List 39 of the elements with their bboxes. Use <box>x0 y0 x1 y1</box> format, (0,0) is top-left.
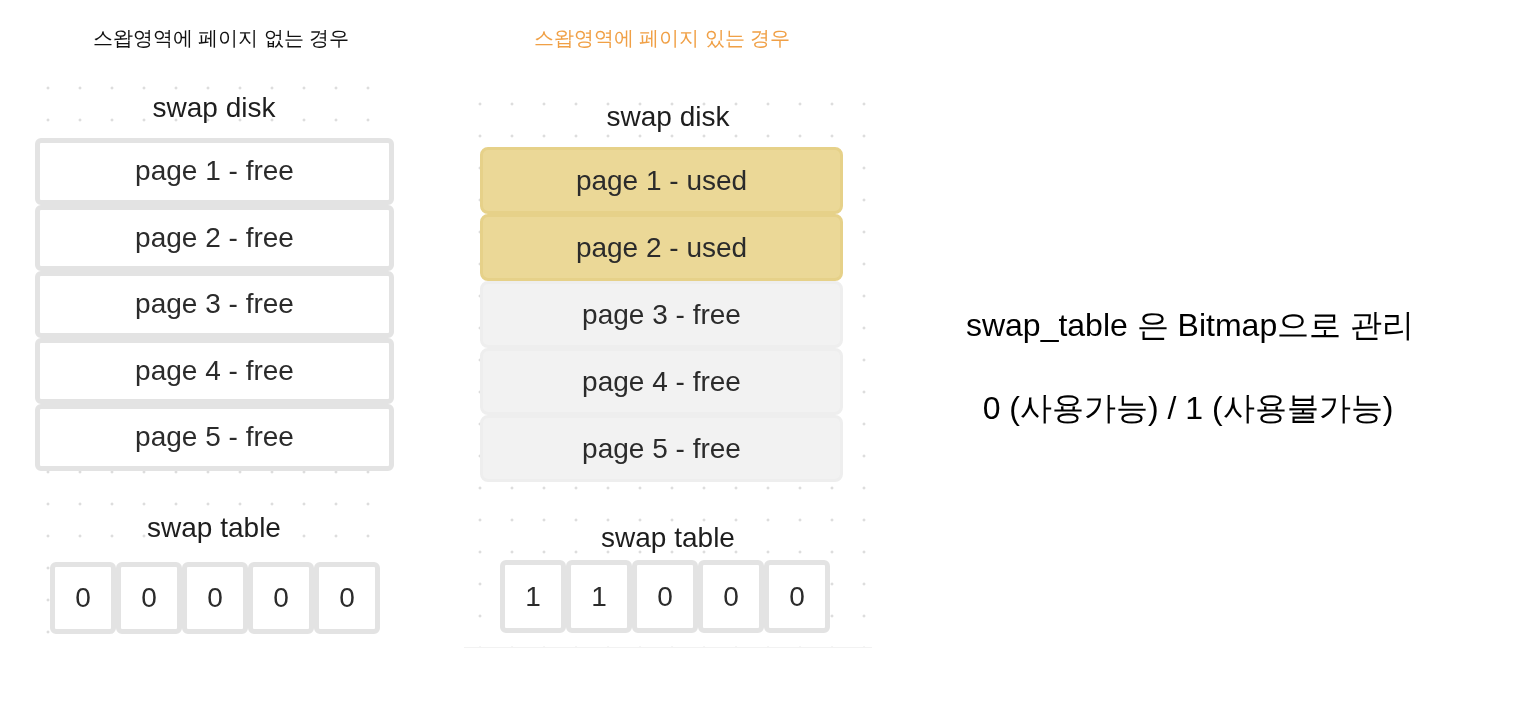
bit-value: 0 <box>723 579 739 614</box>
bit-value: 0 <box>141 581 157 615</box>
page-slot <box>35 138 394 205</box>
page-slot <box>480 348 843 415</box>
page-label: page 2 - used <box>575 230 748 265</box>
page-slot <box>480 281 843 348</box>
section-heading: swap disk <box>606 100 730 134</box>
bit-slot <box>50 562 116 634</box>
page-slot <box>480 147 843 214</box>
bit-value: 0 <box>339 581 355 615</box>
section-heading: swap disk <box>152 91 276 125</box>
panel-title: 스왑영역에 페이지 없는 경우 <box>92 26 350 51</box>
bit-slot <box>764 560 830 633</box>
page-label: page 3 - free <box>135 287 294 322</box>
bit-value: 0 <box>657 579 673 614</box>
bit-slot <box>314 562 380 634</box>
page-label: page 5 - free <box>135 420 294 455</box>
panel-title: 스왑영역에 페이지 있는 경우 <box>533 26 791 51</box>
page-label: page 1 - used <box>575 163 748 198</box>
note-text: swap_table 은 Bitmap으로 관리 <box>965 306 1415 345</box>
bit-value: 0 <box>273 581 289 615</box>
section-heading: swap table <box>147 511 281 545</box>
bit-value: 0 <box>207 581 223 615</box>
page-label: page 3 - free <box>582 297 741 332</box>
section-heading: swap table <box>601 521 735 555</box>
page-label: page 1 - free <box>135 154 294 189</box>
page-slot <box>480 415 843 482</box>
page-label: page 4 - free <box>135 353 294 388</box>
page-label: page 4 - free <box>582 364 741 399</box>
bit-slot <box>500 560 566 633</box>
bit-value: 1 <box>525 579 541 614</box>
bit-value: 1 <box>591 579 607 614</box>
bit-value: 0 <box>75 581 91 615</box>
note-text: 0 (사용가능) / 1 (사용불가능) <box>982 389 1394 428</box>
page-label: page 5 - free <box>582 431 741 466</box>
page-slot <box>480 214 843 281</box>
page-label: page 2 - free <box>135 220 294 255</box>
page-slot <box>35 404 394 471</box>
bit-value: 0 <box>789 579 805 614</box>
